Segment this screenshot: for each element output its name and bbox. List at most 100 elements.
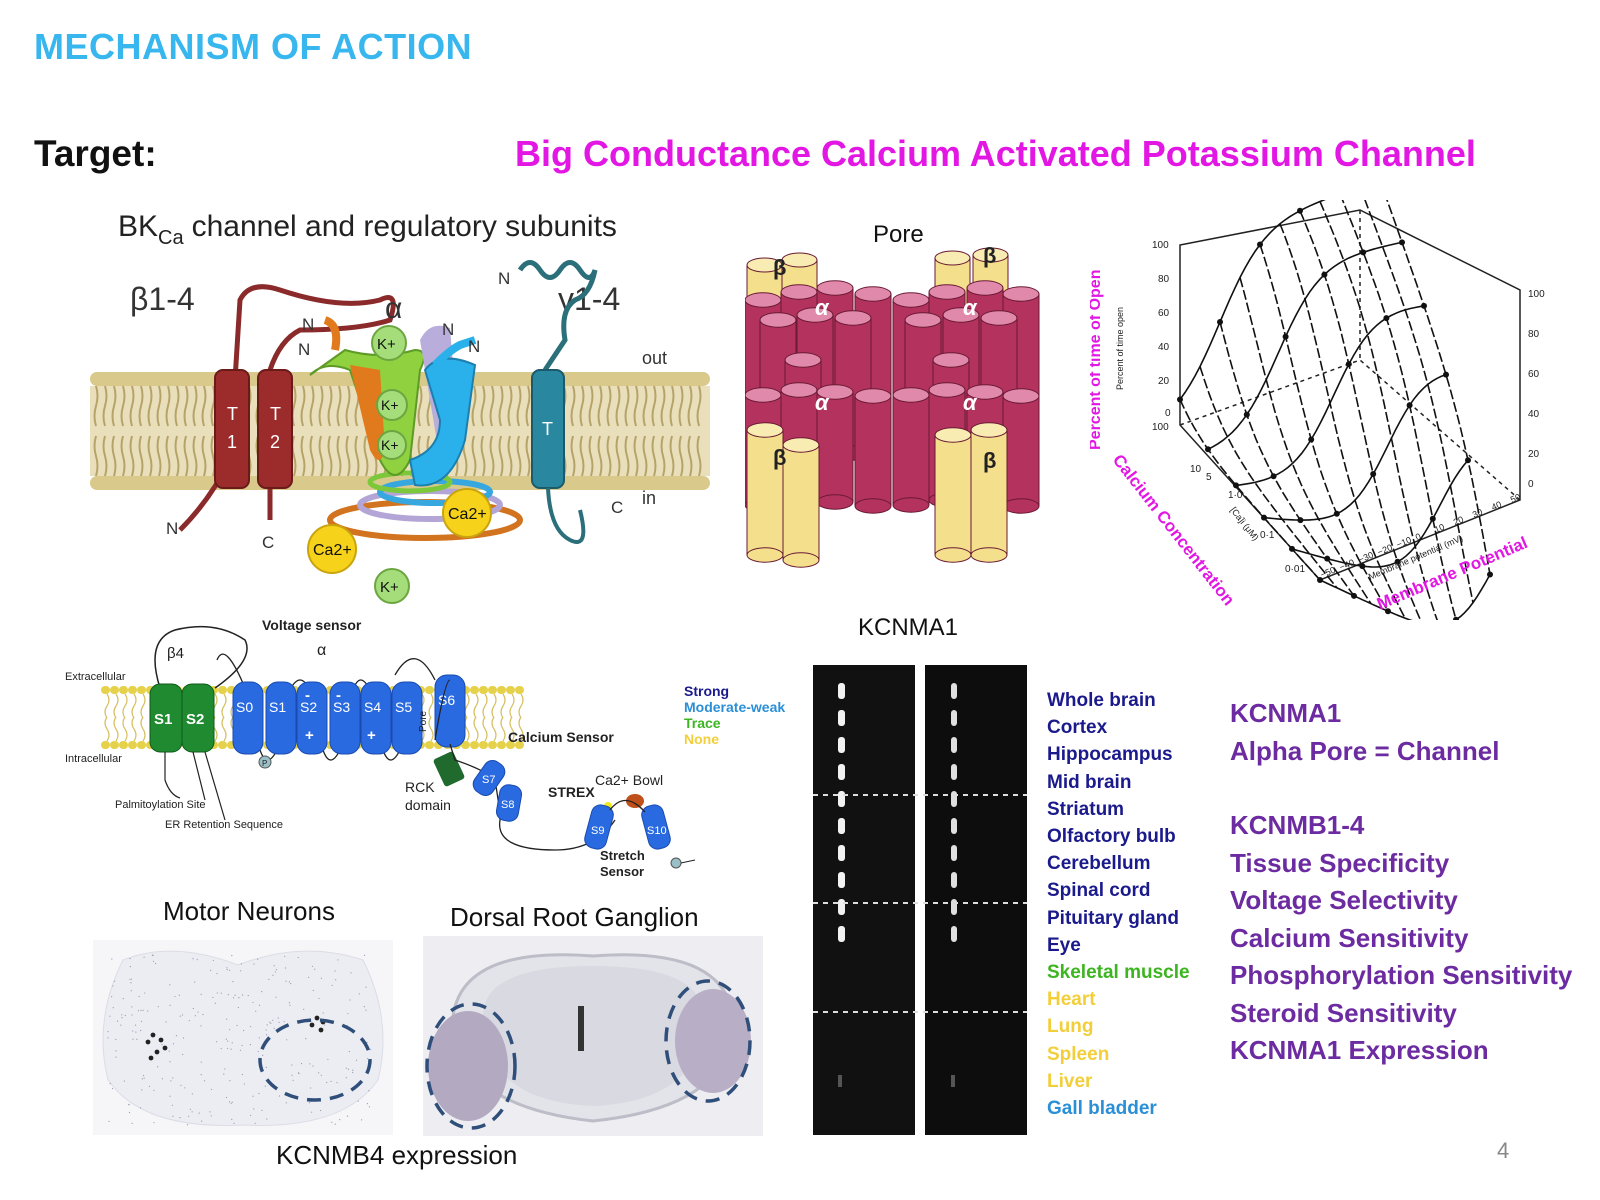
svg-text:S8: S8 — [501, 799, 514, 811]
svg-text:S10: S10 — [647, 825, 667, 837]
ca-bowl-label: Ca2+ Bowl — [595, 772, 663, 788]
pore-alpha-label-1: α — [815, 295, 830, 320]
er-retention-label: ER Retention Sequence — [165, 819, 283, 831]
tissue-label: Olfactory bulb — [1047, 826, 1176, 847]
z-ticks-right: 100 80 60 40 20 0 — [1528, 289, 1545, 490]
svg-text:K+: K+ — [381, 397, 399, 413]
svg-text:S4: S4 — [364, 699, 381, 715]
pore-diagram: Pore α α α α β β β β — [745, 221, 1040, 568]
svg-text:−50: −50 — [1319, 565, 1337, 580]
legend-none: None — [684, 731, 719, 747]
tissue-label: Spinal cord — [1047, 880, 1151, 902]
svg-text:20: 20 — [1452, 514, 1465, 527]
k-ion-2: K+ — [376, 389, 408, 421]
phospho-site — [258, 755, 272, 769]
kcnmb4-caption: KCNMB4 expression — [276, 1140, 518, 1170]
svg-text:0: 0 — [1528, 479, 1534, 490]
note-calcium-sensitivity: Calcium Sensitivity — [1230, 922, 1469, 953]
tissue-label: Whole brain — [1047, 690, 1156, 711]
gamma-t-letter: T — [542, 419, 553, 439]
beta-t1-helix — [214, 369, 250, 489]
alpha-label: α — [385, 292, 402, 325]
svg-text:−30: −30 — [1357, 550, 1375, 565]
extracellular-label: Extracellular — [65, 671, 126, 683]
pore-beta-label-1: β — [773, 255, 786, 280]
pore-label: Pore — [873, 221, 924, 248]
note-alpha-pore: Alpha Pore = Channel — [1230, 735, 1500, 766]
note-steroid-sensitivity: Steroid Sensitivity — [1230, 997, 1457, 1028]
legend-strong: Strong — [684, 683, 730, 699]
tissue-label: Eye — [1047, 934, 1081, 956]
tissue-label: Gall bladder — [1047, 1098, 1157, 1119]
strex-label: STREX — [548, 784, 595, 800]
note-kcnmb: KCNMB1-4 — [1230, 810, 1365, 840]
ca-ion-2: Ca2+ — [307, 524, 357, 574]
sensor-label: Sensor — [600, 864, 644, 879]
drg-right-highlight — [664, 979, 752, 1103]
z-ticks-left: 100 80 60 40 20 0 — [1152, 240, 1171, 419]
t1-number: 1 — [227, 432, 237, 452]
svg-text:20: 20 — [1158, 376, 1170, 387]
tissue-label: Hippocampus — [1047, 744, 1173, 766]
z-axis-label-small: Percent of time open — [1115, 307, 1125, 390]
tissue-label: Liver — [1047, 1070, 1093, 1092]
motor-neuron-highlight — [258, 1018, 372, 1102]
svg-text:0: 0 — [1165, 408, 1171, 419]
svg-text:100: 100 — [1528, 289, 1545, 300]
beta-t2-helix — [257, 369, 293, 489]
alpha-n-terminus-4: N — [468, 337, 480, 356]
t1-letter: T — [227, 404, 238, 424]
topology-beta4-label: β4 — [167, 645, 184, 662]
palmitoylation-label: Palmitoylation Site — [115, 799, 206, 811]
svg-text:10: 10 — [1190, 464, 1202, 475]
alpha-n-terminus-1: N — [302, 315, 314, 334]
plot-surface — [1177, 200, 1493, 620]
svg-text:0: 0 — [1414, 531, 1423, 542]
k-ion-4: K+ — [374, 568, 410, 604]
beta-c-terminus: C — [262, 533, 274, 552]
svg-text:−20: −20 — [1376, 542, 1394, 557]
tissue-label: Pituitary gland — [1047, 907, 1179, 929]
t2-letter: T — [270, 404, 281, 424]
in-label: in — [642, 488, 656, 508]
ca-bowl-marker — [626, 794, 644, 808]
plot-frame — [1179, 209, 1521, 581]
calcium-ticks: 100 10 5 1·0 0·1 0·01 — [1152, 422, 1305, 575]
pore-loop-label: Pore — [418, 710, 429, 732]
svg-text:40: 40 — [1528, 409, 1540, 420]
tissue-label: Striatum — [1047, 798, 1125, 820]
voltage-sensor-label: Voltage sensor — [262, 620, 362, 633]
gamma-n-terminus: N — [498, 269, 510, 288]
svg-text:+: + — [305, 727, 314, 744]
svg-text:40: 40 — [1490, 499, 1503, 512]
expression-legend: Strong Moderate-weak Trace None — [684, 683, 785, 747]
stretch-label: Stretch — [600, 848, 645, 863]
tissue-label: Spleen — [1047, 1043, 1110, 1065]
k-ion-1: K+ — [371, 325, 407, 361]
out-label: out — [642, 348, 667, 368]
svg-text:60: 60 — [1528, 369, 1540, 380]
svg-text:-: - — [305, 687, 310, 704]
rck-domain-label: domain — [405, 797, 451, 813]
drg-left-highlight — [425, 1002, 517, 1130]
slide-number: 4 — [1497, 1138, 1510, 1163]
svg-text:S9: S9 — [591, 825, 604, 837]
svg-text:-: - — [336, 687, 341, 704]
target-value: Big Conductance Calcium Activated Potass… — [515, 133, 1476, 174]
svg-text:S2: S2 — [300, 699, 317, 715]
pore-beta-label-3: β — [773, 445, 786, 470]
z-axis-label: Percent of time of Open — [1090, 270, 1104, 450]
svg-text:10: 10 — [1433, 522, 1446, 535]
s7-s8-segments: S7 S8 — [472, 759, 523, 822]
pore-alpha-label-4: α — [963, 390, 978, 415]
alpha-n-terminus-3: N — [442, 320, 454, 339]
svg-text:80: 80 — [1528, 329, 1540, 340]
beta-n-terminus: N — [166, 519, 178, 538]
svg-text:0·1: 0·1 — [1260, 530, 1275, 541]
open-probability-3d-plot: Percent of time of Open Percent of time … — [1090, 200, 1545, 620]
s9-s10-segments: S9 S10 — [584, 804, 671, 850]
svg-text:S7: S7 — [482, 774, 495, 786]
intracellular-label: Intracellular — [65, 753, 122, 765]
svg-text:1·0: 1·0 — [1228, 490, 1243, 501]
